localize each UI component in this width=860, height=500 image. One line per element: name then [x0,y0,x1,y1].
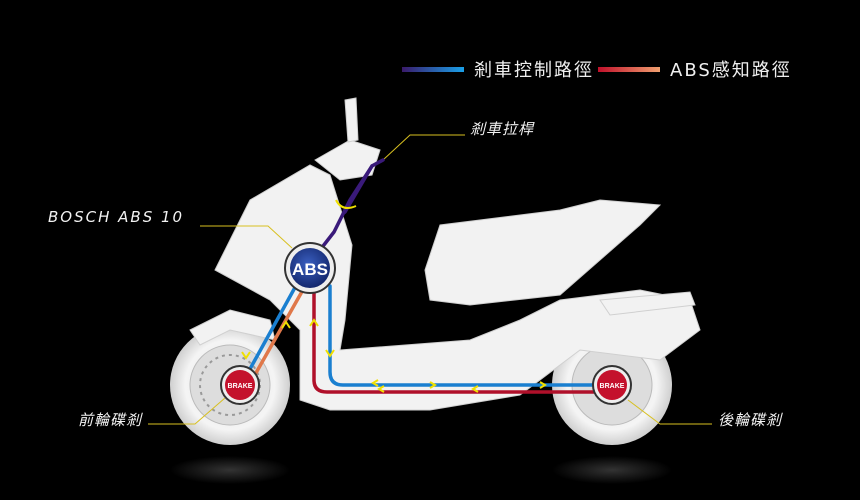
arrow-icon [335,199,357,209]
arrow-icon [371,379,385,393]
rear-brake-callout-line [627,399,712,425]
front-brake-badge-label: BRAKE [228,383,253,390]
arrow-icon [539,381,547,389]
control-path-front [243,280,300,380]
abs-badge-label: ABS [292,260,328,279]
arrow-icon [241,351,251,360]
rear-brake-badge: BRAKE [592,365,632,405]
legend-label-control: 剎車控制路徑 [474,60,594,81]
callout-lines [148,134,712,425]
sense-path-rear [312,288,600,394]
front-brake-callout-line [148,397,226,425]
lever-callout-line [382,134,465,161]
rear-brake-label: 後輪碟剎 [718,411,783,429]
front-wheel-reflection [170,456,290,484]
control-path-rear [328,284,600,387]
abs-callout-line [200,225,293,249]
arrow-icon [281,320,291,329]
legend-label-sense: ABS感知路徑 [670,60,792,81]
front-brake-label: 前輪碟剎 [78,411,143,429]
arrow-icon [309,318,319,327]
rear-wheel-reflection [552,456,672,484]
brake-paths [243,158,600,394]
brake-lever-label: 剎車拉桿 [470,120,535,138]
legend-control-path: 剎車控制路徑 [402,56,594,82]
abs-badge: ABS [284,242,336,294]
control-path-lever-2 [343,164,374,214]
legend-sense-path: ABS感知路徑 [598,56,792,82]
legend-swatch-control [402,66,464,72]
front-brake-badge: BRAKE [220,365,260,405]
rear-brake-badge-label: BRAKE [600,383,625,390]
arrow-icon [429,381,437,389]
abs-unit-label: BOSCH ABS 10 [48,208,185,226]
arrow-icon [471,385,479,393]
control-path-lever [318,158,385,252]
sense-path-front [250,286,306,382]
legend-swatch-sense [598,66,660,72]
arrow-icon [325,349,335,358]
flow-arrows [241,199,547,393]
